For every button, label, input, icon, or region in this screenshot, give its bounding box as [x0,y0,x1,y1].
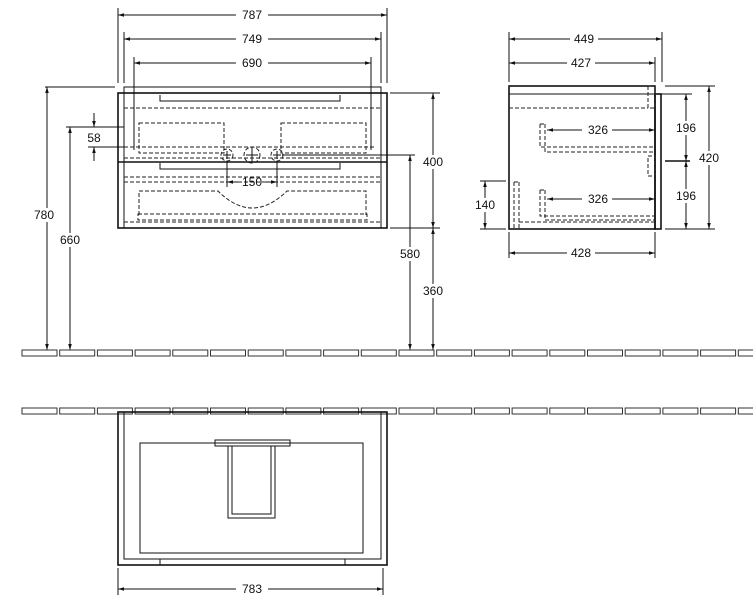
tile [549,349,586,357]
tile [624,349,661,357]
tile [662,407,699,415]
plan-view: 783 [117,411,388,596]
tile [549,407,586,415]
floor-line [21,349,753,357]
tile [59,407,96,415]
tile [700,349,737,357]
dim-58: 58 [87,131,101,145]
dim-449: 449 [574,32,594,46]
tile [285,349,322,357]
tile [473,407,510,415]
dim-400: 400 [423,155,443,169]
tile [96,349,133,357]
tile [436,349,473,357]
front-view: 787 749 690 150 780 660 58 400 580 [30,8,446,350]
tile [511,349,548,357]
tile [398,349,435,357]
top-handle [159,95,341,102]
tile [360,349,397,357]
dim-580: 580 [400,247,420,261]
dim-360: 360 [423,284,443,298]
tile [59,349,96,357]
tap-holes [220,146,284,164]
dim-140: 140 [475,198,495,212]
tile [247,407,284,415]
tile [96,407,133,415]
tile [247,349,284,357]
dim-420: 420 [699,151,719,165]
dim-428: 428 [571,246,591,260]
dim-787: 787 [242,8,262,22]
tile [737,407,753,415]
dim-326-upper: 326 [588,123,608,137]
tile [21,407,58,415]
tile [210,407,246,415]
cabinet-side-outline [508,85,656,230]
tile [360,407,397,415]
tile [134,407,171,415]
dim-150: 150 [242,175,262,189]
dim-783: 783 [242,582,262,596]
tile [172,349,209,357]
tile [210,349,246,357]
tile [511,407,548,415]
tile [700,407,737,415]
tile [134,349,171,357]
dim-427: 427 [571,56,591,70]
tile [737,349,753,357]
tile [323,349,360,357]
tile [624,407,661,415]
tile [436,407,473,415]
tile [662,349,699,357]
lower-handle [159,163,341,170]
dim-690: 690 [242,56,262,70]
tile [285,407,322,415]
tile [21,349,58,357]
wall-line [21,407,753,415]
dim-196-lower: 196 [676,189,696,203]
dim-780: 780 [34,208,54,222]
tile [473,349,510,357]
tile [587,349,623,357]
tile [323,407,360,415]
dim-326-lower: 326 [588,192,608,206]
dim-196-upper: 196 [676,121,696,135]
tile [398,407,435,415]
side-view: 449 427 428 326 326 196 196 420 140 [472,32,722,260]
cabinet-plan-outline [117,411,388,566]
dim-749: 749 [242,32,262,46]
tile [587,407,623,415]
dim-660: 660 [60,233,80,247]
tile [172,407,209,415]
